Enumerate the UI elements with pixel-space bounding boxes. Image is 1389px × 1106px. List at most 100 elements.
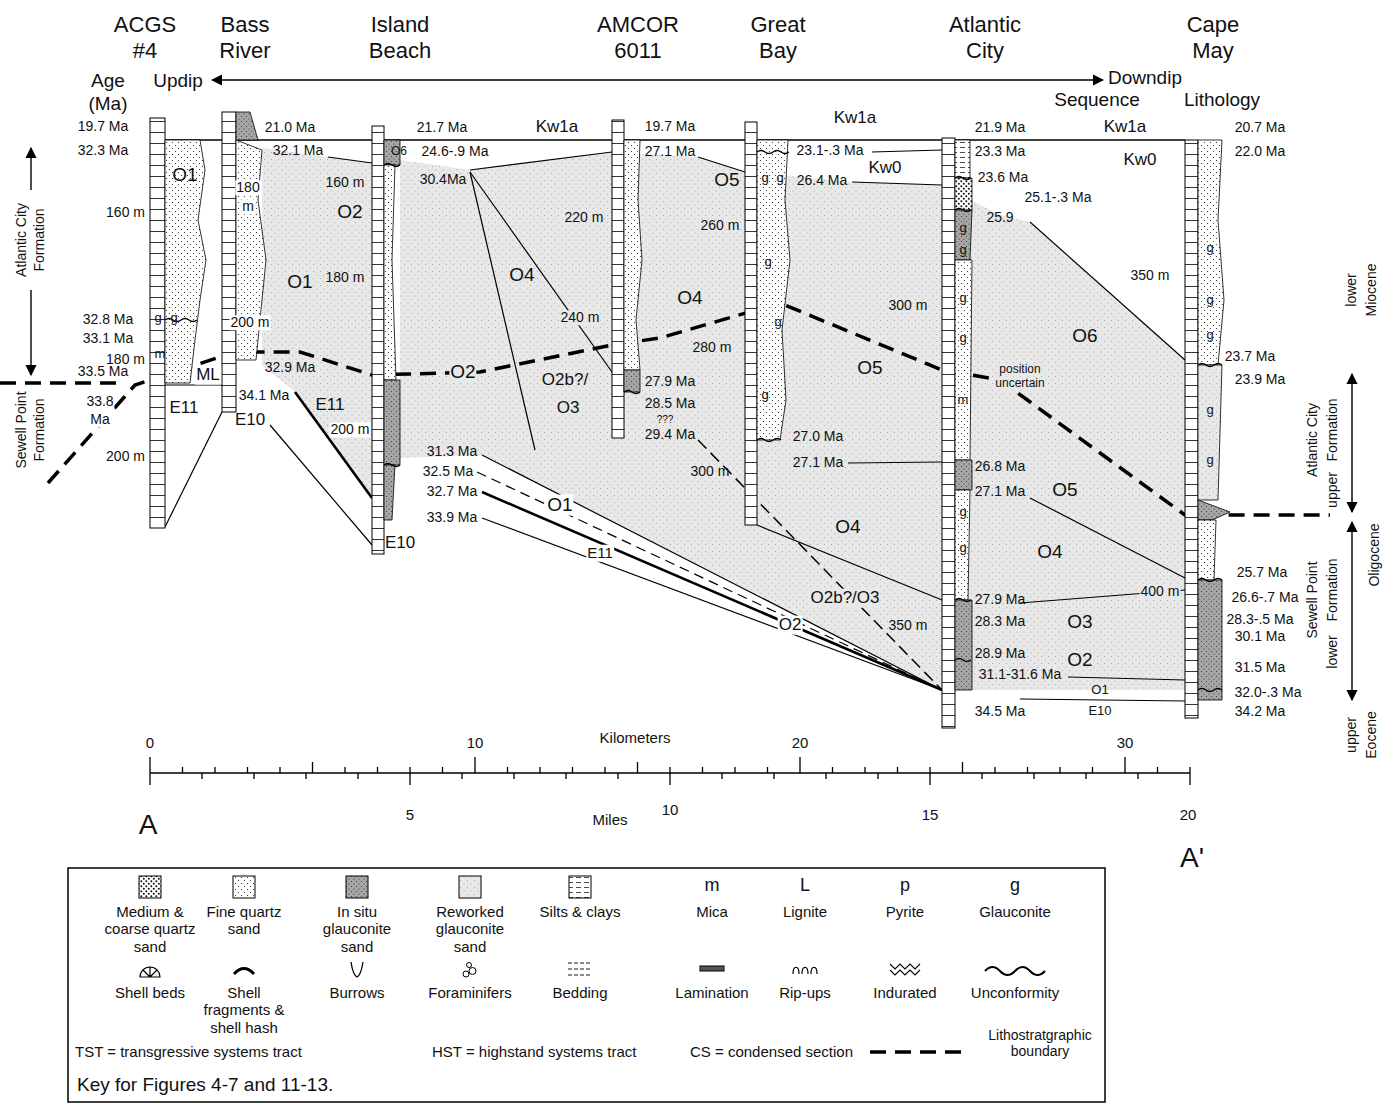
well-name: Great — [749, 13, 806, 37]
scale-bar-part — [150, 757, 1190, 773]
lithology-symbol: g — [958, 243, 967, 257]
formation-label: Sewell Point — [1305, 560, 1320, 639]
lithology-logs-part — [955, 460, 972, 490]
log-label: 31.3 Ma — [426, 444, 479, 459]
legend-box — [68, 868, 1105, 1102]
legend-text: Lamination — [662, 984, 762, 1001]
legend-box-part — [140, 967, 160, 977]
log-label: 32.0-.3 Ma — [1234, 685, 1303, 700]
log-label: O2b?/ — [541, 371, 589, 390]
correlation-lines-part — [328, 157, 372, 163]
legend-box-part — [870, 1050, 965, 1054]
log-label: 180 — [235, 180, 260, 195]
unconformity-marks-part — [384, 164, 400, 167]
log-label: 23.9 Ma — [1234, 372, 1287, 387]
lithology-symbol: g — [1205, 403, 1214, 417]
log-label: 350 m — [1130, 268, 1171, 283]
log-label: O3 — [1066, 612, 1093, 633]
log-label: 21.7 Ma — [416, 120, 469, 135]
log-label: O2 — [778, 616, 803, 635]
formation-label: lower — [1325, 634, 1340, 669]
log-label: 22.0 Ma — [1234, 144, 1287, 159]
correlation-lines-part — [150, 139, 1185, 141]
formation-label: upper — [1325, 471, 1340, 509]
log-label: 23.1-.3 Ma — [796, 143, 865, 158]
direction-arrows-part — [30, 148, 31, 190]
legend-text: Shell fragments & shell hash — [194, 984, 294, 1036]
well-columns-part — [942, 138, 955, 728]
well-name: AMCOR — [596, 13, 680, 37]
legend-box-part — [234, 969, 254, 975]
legend-symbol: L — [799, 876, 811, 896]
log-label: 19.7 Ma — [644, 119, 697, 134]
scale-label: 30 — [1116, 735, 1135, 752]
lithology-symbol: g — [958, 505, 967, 519]
formation-label: Sewell Point — [14, 390, 29, 469]
formation-label: Miocene — [1364, 263, 1379, 318]
unconformity-marks-part — [955, 209, 971, 212]
log-label: O2 — [449, 362, 476, 383]
formation-label: Atlantic City — [14, 202, 29, 278]
legend-text: In situ glauconite sand — [311, 903, 403, 955]
log-label: Kw1a — [833, 109, 878, 128]
legend-text: Indurated — [860, 984, 950, 1001]
lithology-logs-part — [955, 260, 972, 460]
correlation-lines-part — [1068, 677, 1185, 680]
log-label: O4 — [1036, 542, 1063, 563]
log-label: O4 — [834, 517, 861, 538]
legend-text: Glauconite — [965, 903, 1065, 920]
log-label: 32.7 Ma — [426, 484, 479, 499]
direction-arrows-part — [1351, 522, 1352, 700]
log-label: O5 — [856, 358, 883, 379]
correlation-lines-part — [470, 152, 612, 170]
legend-text: Mica — [672, 903, 752, 920]
lithology-logs-part — [955, 210, 972, 260]
lithology-logs-part — [384, 465, 395, 520]
correlation-lines-part — [165, 384, 222, 385]
scale-bar-part — [150, 773, 1190, 785]
lithology-symbol: g — [958, 541, 967, 555]
log-label: 200 m — [230, 315, 271, 330]
lithology-symbol: g — [1205, 328, 1214, 342]
log-label: O1 — [171, 165, 198, 186]
log-label: 32.3 Ma — [77, 143, 130, 158]
log-label: 27.1 Ma — [792, 455, 845, 470]
lithology-symbol: g — [760, 171, 769, 185]
correlation-lines-part — [270, 425, 372, 545]
well-name: River — [218, 39, 271, 63]
legend-symbol: g — [1009, 876, 1021, 896]
unconformity-marks-part — [624, 391, 640, 394]
legend-box-part — [469, 968, 476, 975]
log-label: E11 — [586, 545, 614, 562]
well-name: Beach — [368, 39, 432, 63]
scale-label: 10 — [466, 735, 485, 752]
unconformity-marks-part — [757, 439, 781, 442]
log-label: O2b?/O3 — [810, 589, 881, 608]
log-label: Ma — [89, 412, 110, 427]
legend-text: Foraminifers — [418, 984, 522, 1001]
scale-label: A' — [1179, 843, 1205, 874]
lithology-logs-part — [955, 490, 970, 600]
lithology-logs-part — [1198, 520, 1216, 580]
unconformity-marks-part — [955, 177, 971, 180]
header-label: Age — [90, 71, 126, 92]
correlation-lines-part — [482, 518, 942, 690]
log-label: O5 — [1051, 480, 1078, 501]
log-label: 32.1 Ma — [272, 143, 325, 158]
well-name: Bass — [220, 13, 271, 37]
log-label: 23.3 Ma — [974, 144, 1027, 159]
well-name: ACGS — [113, 13, 177, 37]
log-label: 30.4Ma — [419, 172, 468, 187]
log-label: O1 — [1090, 683, 1109, 697]
header-label: Lithology — [1183, 90, 1261, 111]
well-name: City — [965, 39, 1005, 63]
log-label: 28.3-.5 Ma — [1226, 612, 1295, 627]
legend-box-part — [139, 876, 161, 898]
unconformity-marks-part — [1198, 364, 1222, 367]
log-label: 200 m — [330, 422, 371, 437]
log-label: E11 — [315, 396, 346, 415]
correlation-lines-part — [848, 462, 942, 463]
lithology-logs-part — [236, 112, 258, 140]
log-label: 300 m — [888, 298, 929, 313]
unconformity-marks — [165, 151, 1222, 692]
